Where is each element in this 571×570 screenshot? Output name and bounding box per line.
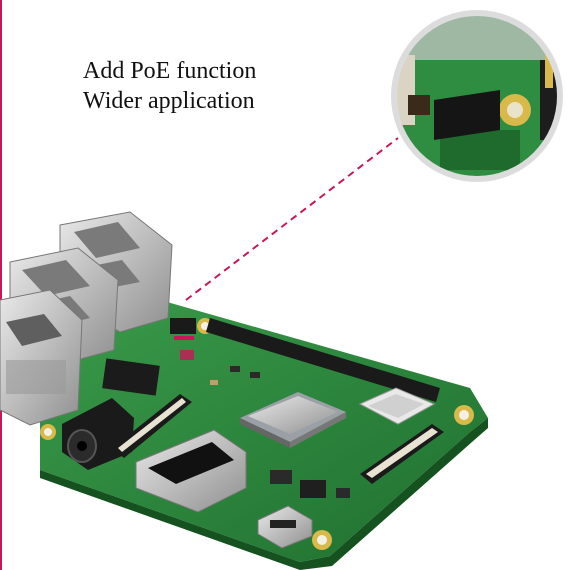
soc-chip — [240, 392, 346, 448]
audio-jack — [62, 398, 134, 470]
hdmi-port — [135, 429, 247, 513]
small-components — [180, 350, 350, 498]
feature-caption: Add PoE function Wider application — [83, 56, 256, 116]
usb-controller-chip — [102, 358, 160, 396]
caption-line-2: Wider application — [83, 88, 255, 114]
caption-line-1: Add PoE function — [83, 58, 257, 84]
ethernet-port — [0, 289, 83, 426]
micro-usb-port — [257, 505, 313, 549]
callout-dashed-line — [185, 137, 399, 301]
poe-header — [170, 296, 196, 340]
left-border-line — [0, 0, 2, 570]
wifi-module — [358, 387, 436, 425]
camera-connector — [112, 394, 192, 458]
display-connector — [360, 424, 444, 484]
zoom-inset — [391, 10, 563, 182]
gpio-header — [206, 296, 440, 402]
